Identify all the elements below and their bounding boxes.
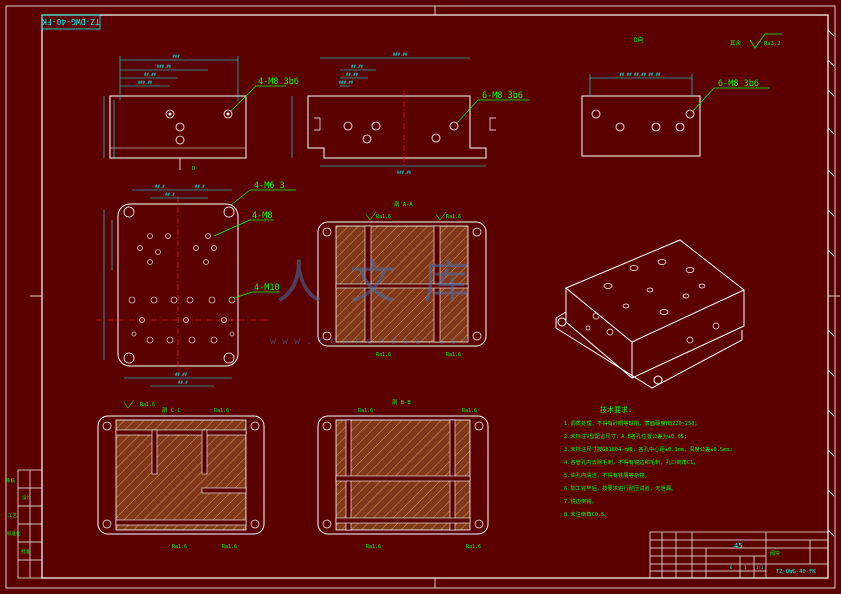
title-drawing-no: TZ-DWG-40-FK — [776, 569, 816, 575]
watermark: 人 文 库 w w w . r e n r e n d o c . c o m — [270, 255, 469, 347]
d-view: D向 ##.## ##.## ##.## 6-M8 3b6 Ra3.2 其余 — [581, 33, 782, 157]
title-cell-0: 6 — [730, 565, 733, 570]
title-scale: 45 — [734, 542, 742, 550]
watermark-chars: 人 文 库 — [276, 255, 469, 309]
tech-item-1: 2.未标注V型配合尺寸，A.B各孔位置公差为±0.05; — [564, 432, 687, 440]
svg-text:###.##: ###.## — [393, 52, 408, 57]
section-b-ra-2: Ra1.6 — [462, 408, 477, 414]
section-c-ra-2: Ra1.6 — [214, 408, 229, 414]
surface-finish: Ra3.2 — [764, 41, 781, 47]
drawing-code-box: TZ-DWG-40-FK — [41, 14, 101, 30]
section-a-ra-1: Ra1.6 — [376, 214, 391, 220]
svg-text:##.#: ##.# — [165, 192, 175, 197]
side-label-1: 设计 — [22, 494, 31, 501]
svg-text:##.##: ##.## — [175, 372, 188, 377]
tech-item-6: 7.锐边倒钝。 — [564, 497, 597, 505]
right-zone-markers — [827, 29, 835, 537]
section-a-ra-3: Ra1.6 — [376, 352, 391, 358]
section-b-title: 剖 B-B — [392, 398, 411, 406]
svg-text:##.#: ##.# — [195, 184, 205, 189]
drawing-code-rotated: TZ-DWG-40-FK — [42, 17, 100, 26]
svg-text:##.##: ##.## — [351, 64, 364, 69]
side-label-0: 审核 — [6, 477, 15, 484]
plan-callout-3: 4-M10 — [254, 283, 280, 293]
plan-callout-1: 4-M6 3 — [254, 181, 285, 191]
section-b-b: 剖 B-B Ra1.6 Ra1.6 Ra1.6 Ra1.6 — [317, 398, 489, 550]
section-c-c: 剖 C-C Ra1.6 Ra1.6 Ra1.6 Ra1.6 — [97, 399, 265, 550]
section-c-ra-3: Ra1.6 — [172, 544, 187, 550]
side-label-4: 批准 — [21, 548, 30, 555]
tech-item-3: 4.各管孔内去除毛刺，不得有锐边和毛刺，孔口倒角C1， — [564, 458, 699, 466]
d-view-title: D向 — [634, 36, 644, 44]
isometric-view — [555, 239, 745, 389]
watermark-url: w w w . r e n r e n d o c . c o m — [270, 336, 469, 347]
section-b-ra-4: Ra1.6 — [466, 544, 481, 550]
side-label-2: 工艺 — [8, 513, 17, 519]
middle-view-callout: 6-M8 3b6 — [482, 91, 523, 101]
section-a-ra-4: Ra1.6 — [446, 352, 461, 358]
section-b-ra-3: Ra1.6 — [366, 544, 381, 550]
svg-text:##.##: ##.## — [144, 72, 157, 77]
title-cell-1: 1 — [744, 565, 747, 570]
tech-title: 技术要求: — [600, 405, 632, 414]
front-view-middle: ###.## ##.## ##.## ###.## ###.## 6-M8 3b… — [291, 52, 530, 175]
section-c-ra-1: Ra1.6 — [140, 402, 155, 408]
tech-item-0: 1.调质处理，不得有砂眼等缺陷，表面硬度HB220~250; — [564, 419, 698, 427]
tech-item-7: 8.未注倒角C0.5。 — [564, 510, 610, 518]
svg-text:##.#: ##.# — [155, 184, 165, 189]
section-a-ra-2: Ra1.6 — [446, 214, 461, 220]
svg-text:D: D — [192, 166, 195, 172]
svg-text:###: ### — [172, 54, 180, 59]
tech-item-2: 3.未标注尺寸按GB1804-m级，各孔中心距±0.3mm，深度公差±0.5mm… — [564, 445, 733, 453]
svg-text:###.##: ###.## — [397, 170, 412, 175]
section-c-ra-4: Ra1.6 — [222, 544, 237, 550]
svg-text:其余: 其余 — [730, 39, 742, 47]
plan-view: ##.###.# ##.# ##.####.# 4-M6 3 4-M8 4-M1… — [96, 181, 296, 387]
section-c-title: 剖 C-C — [162, 406, 181, 414]
svg-text:##.##: ##.## — [346, 72, 359, 77]
section-a-title: 剖 A-A — [394, 200, 413, 208]
section-a-a: 剖 A-A Ra1.6 Ra1.6 Ra1.6 Ra1.6 — [317, 200, 487, 358]
svg-text:##.## ##.## ##.##: ##.## ##.## ##.## — [620, 72, 662, 77]
svg-text:###.##: ###.## — [157, 64, 172, 69]
tech-item-5: 6.加工完毕后，按要求进行耐压试验，无泄漏。 — [564, 484, 676, 492]
left-view-callout: 4-M8 3b6 — [258, 77, 299, 87]
tech-item-4: 5.油孔内清洁，不得有铁屑等杂物。 — [564, 471, 650, 479]
right-view-callout: 6-M8 3b6 — [718, 79, 759, 89]
svg-text:###.##: ###.## — [339, 80, 354, 85]
title-cell-2: 1:1 — [756, 565, 764, 570]
title-name: 阀块 — [770, 550, 780, 557]
side-signature-table — [17, 469, 43, 579]
side-label-3: 标准化 — [7, 530, 21, 537]
front-view-left: ### ###.## ##.## ###.## 4-M8 3b6 D — [103, 54, 299, 172]
technical-requirements: 技术要求: 1.调质处理，不得有砂眼等缺陷，表面硬度HB220~250; 2.未… — [564, 405, 733, 518]
drawing-frame — [5, 5, 840, 589]
svg-text:##.#: ##.# — [178, 380, 188, 385]
section-b-ra-1: Ra1.6 — [358, 408, 373, 414]
svg-text:###.##: ###.## — [138, 80, 153, 85]
title-block — [649, 531, 829, 579]
plan-callout-2: 4-M8 — [252, 211, 272, 221]
